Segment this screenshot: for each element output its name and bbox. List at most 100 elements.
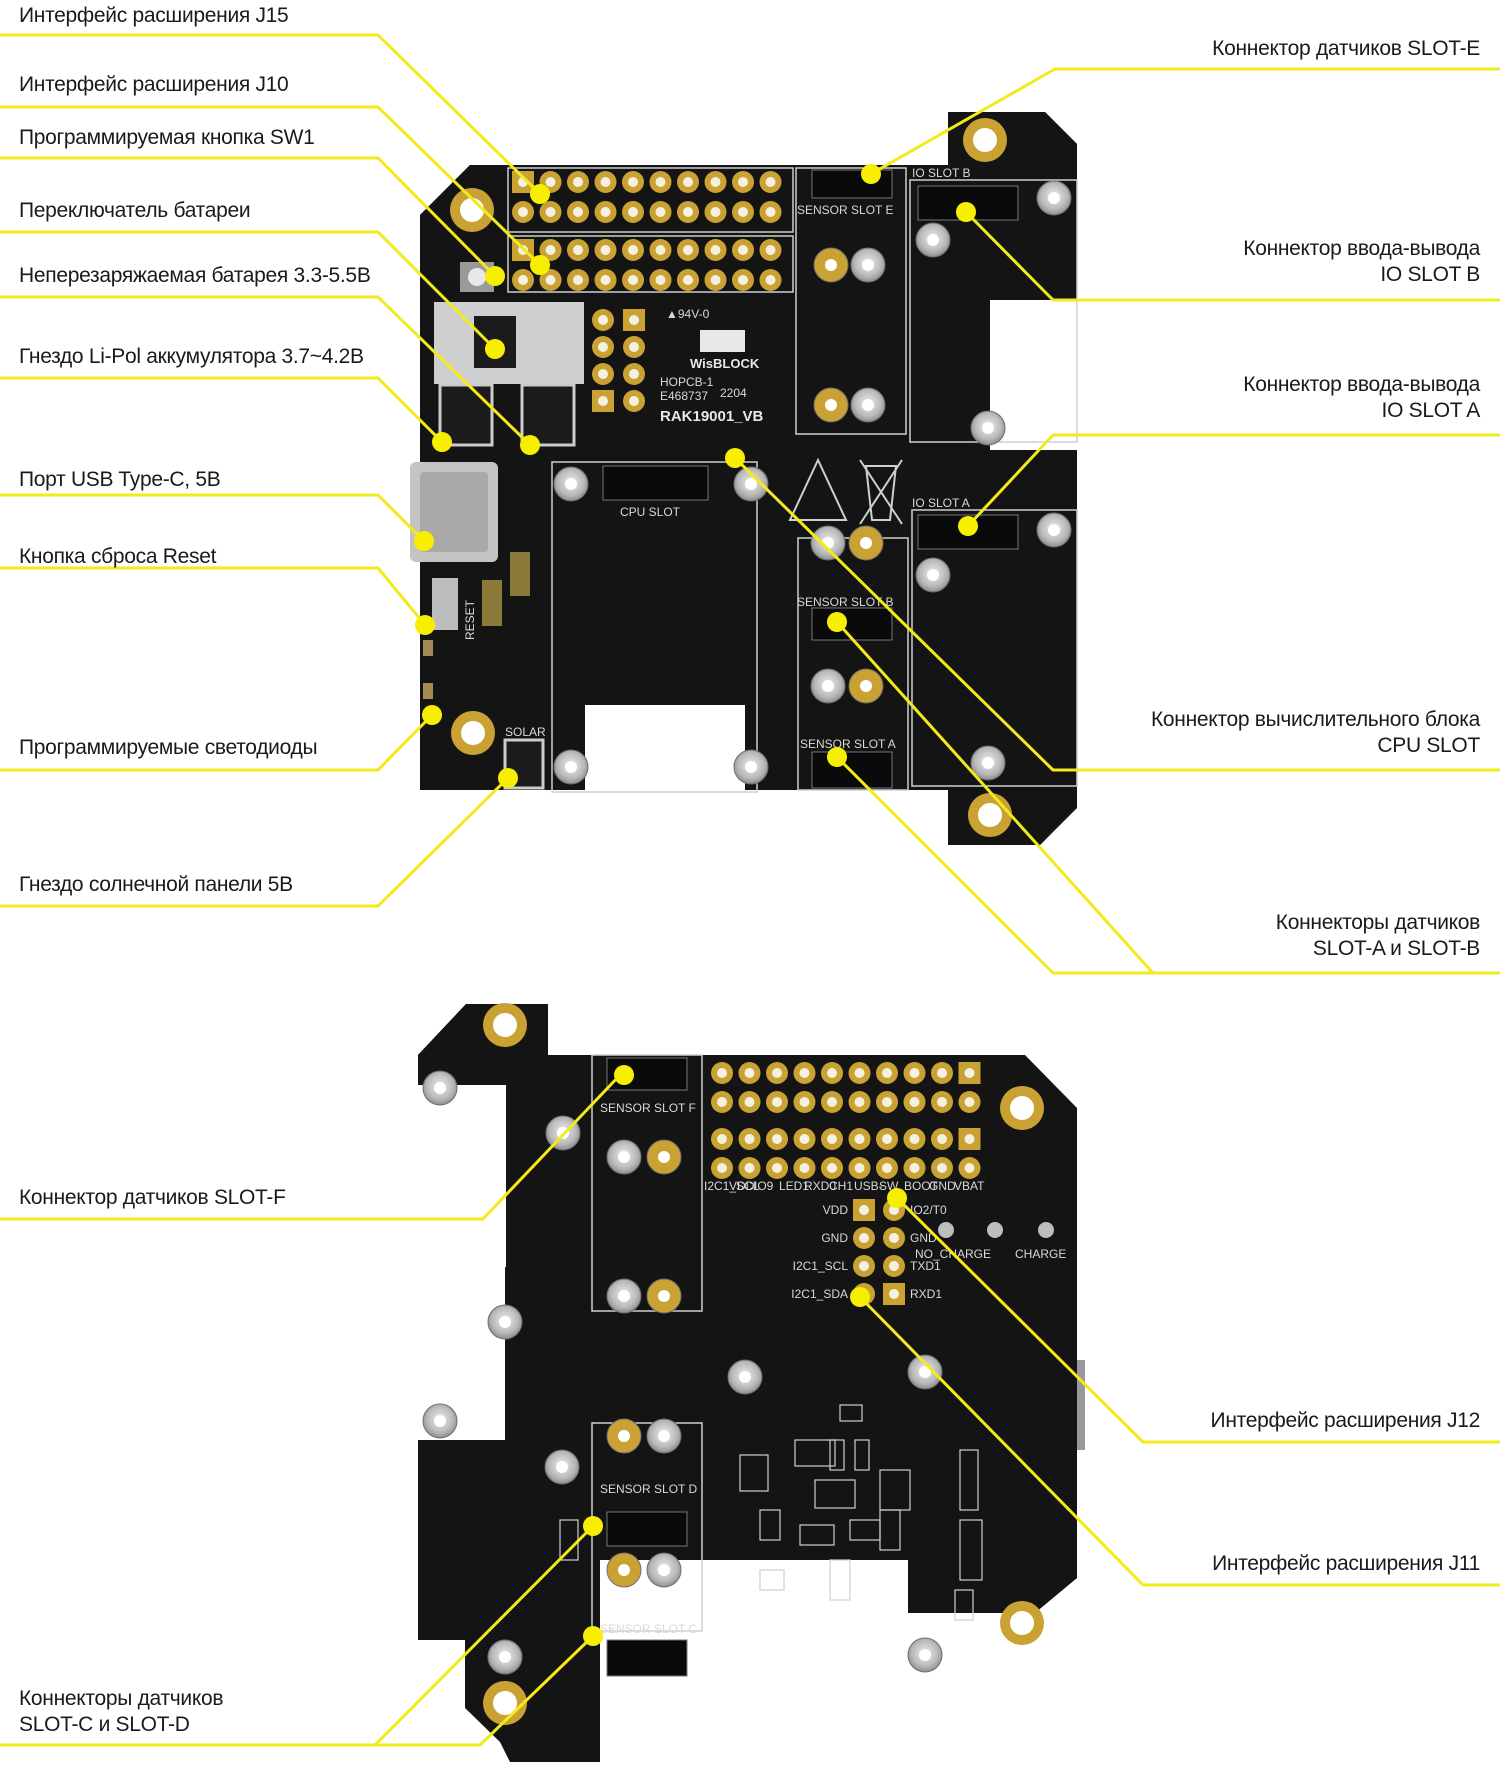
smd-component [849,1519,881,1541]
label-solar: Гнездо солнечной панели 5В [19,873,293,896]
led [938,1222,954,1238]
callout-line-reset [0,566,427,626]
pin-label: I2C1_SCL [704,1179,760,1193]
callout-dots [414,164,978,1646]
label-j12: Интерфейс расширения J12 [1210,1408,1481,1434]
smd-component [839,1404,863,1422]
callout-dot-slot-b [827,612,847,632]
silk-brand: WisBLOCK [690,356,760,371]
label-j10: Интерфейс расширения J10 [19,73,289,96]
label-line: Коннектор датчиков SLOT-E [1212,37,1480,60]
callout-line-j11 [858,1295,1500,1587]
callout-dot-sw1 [485,266,505,286]
pin-label: RXD1 [910,1287,942,1301]
inductor [482,580,502,626]
callout-line-io-slot-a [966,433,1500,528]
pin-label: I2C1_SCL [793,1259,849,1273]
silk-cpu-slot: CPU SLOT [620,505,681,519]
sw1-button-cap [468,268,486,286]
label-slot-c-d: Коннекторы датчиков SLOT-C и SLOT-D [19,1686,224,1738]
label-reset: Кнопка сброса Reset [19,545,217,568]
j15-header [512,171,782,223]
callout-line-cpu-slot [733,456,1500,772]
label-line: IO SLOT B [1380,263,1480,286]
led [1038,1222,1054,1238]
j12-header [711,1062,981,1179]
mounting-hole [1000,1601,1044,1645]
cpu-slot-outline [551,461,758,793]
cpu-slot-connector [602,465,709,501]
callout-line-sw1 [0,156,497,278]
silk-io-slot-a: IO SLOT A [912,496,970,510]
callout-line-leds [0,713,434,772]
mounting-hole [451,711,495,755]
pin-label: VBAT [954,1179,985,1193]
callout-line-io-slot-b [964,210,1500,302]
mounting-hole [968,793,1012,837]
smd-component [739,1454,769,1492]
label-j15: Интерфейс расширения J15 [19,4,289,27]
label-line: Интерфейс расширения J12 [1210,1409,1481,1432]
label-io-slot-b: Коннектор ввода-вывода IO SLOT B [1243,236,1480,288]
io-slot-a-outline [911,509,1078,787]
smd-component [814,1479,856,1509]
label-line: Коннектор вычислительного блока [1150,708,1480,731]
silk-charge: CHARGE [1015,1247,1066,1261]
silk-sensor-slot-c: SENSOR SLOT C [600,1622,697,1636]
usb-edge [1077,1360,1085,1450]
silk-cert-1: HOPCB-1 [660,375,714,389]
pin-label: GND [821,1231,848,1245]
label-line: Коннектор ввода-вывода [1243,237,1480,260]
label-line: CPU SLOT [1377,734,1480,757]
label-usb-c: Порт USB Type-C, 5В [19,468,221,491]
callout-line-slot-f [0,1073,622,1221]
smd-component [829,1559,851,1601]
silk-sensor-slot-a: SENSOR SLOT A [800,737,896,751]
callout-line-slot-c-d-2 [375,1634,595,1747]
smd-component [799,1524,835,1546]
silk-sensor-slot-d: SENSOR SLOT D [600,1482,697,1496]
label-slot-f: Коннектор датчиков SLOT-F [19,1185,286,1211]
silk-cert-2: E468737 [660,389,708,403]
j10-header [512,239,782,291]
pin-label: VDD [823,1203,849,1217]
callout-dot-io-slot-a [958,516,978,536]
label-j11: Интерфейс расширения J11 [1212,1551,1480,1577]
callout-dot-leds [422,705,442,725]
smd-component [959,1519,983,1581]
label-cpu-slot: Коннектор вычислительного блока CPU SLOT [1151,707,1480,759]
callout-dot-slot-c [583,1626,603,1646]
slot-f-outline [591,1054,703,1312]
silk-flammability: ▲94V-0 [666,307,710,321]
bottom-board-cutout [418,1085,506,1267]
callout-line-battery-switch [0,230,497,351]
led [423,683,433,699]
mounting-hole [1000,1086,1044,1130]
pin-label: GND [910,1231,937,1245]
top-board-notch [585,705,745,795]
smd-component [954,1589,974,1621]
callout-dot-j11 [850,1287,870,1307]
callout-dot-non-rechargeable-battery [520,435,540,455]
callout-dot-solar [498,768,518,788]
smd-component [794,1439,836,1467]
slot-d-connector [606,1511,688,1547]
standoffs [422,1070,943,1675]
pin-label: IO2/T0 [910,1203,947,1217]
callout-dot-j15 [530,184,550,204]
silk-reset: RESET [463,599,477,640]
callout-dot-j12 [887,1188,907,1208]
callout-dot-io-slot-b [956,202,976,222]
slot-e-outline [795,167,907,435]
pin-label: VDD [729,1179,755,1193]
top-board: SENSOR SLOT E IO SLOT B IO SLOT A CPU SL… [410,112,1078,845]
pin-label: CH1 [829,1179,853,1193]
smd-component [829,1439,845,1471]
pin-label: TXD1 [910,1259,941,1273]
label-leds: Программируемые светодиоды [19,736,318,759]
slot-c-connector [606,1639,688,1677]
smd-component [759,1509,781,1541]
silk-sensor-slot-f: SENSOR SLOT F [600,1101,696,1115]
callout-line-j12 [895,1196,1500,1444]
